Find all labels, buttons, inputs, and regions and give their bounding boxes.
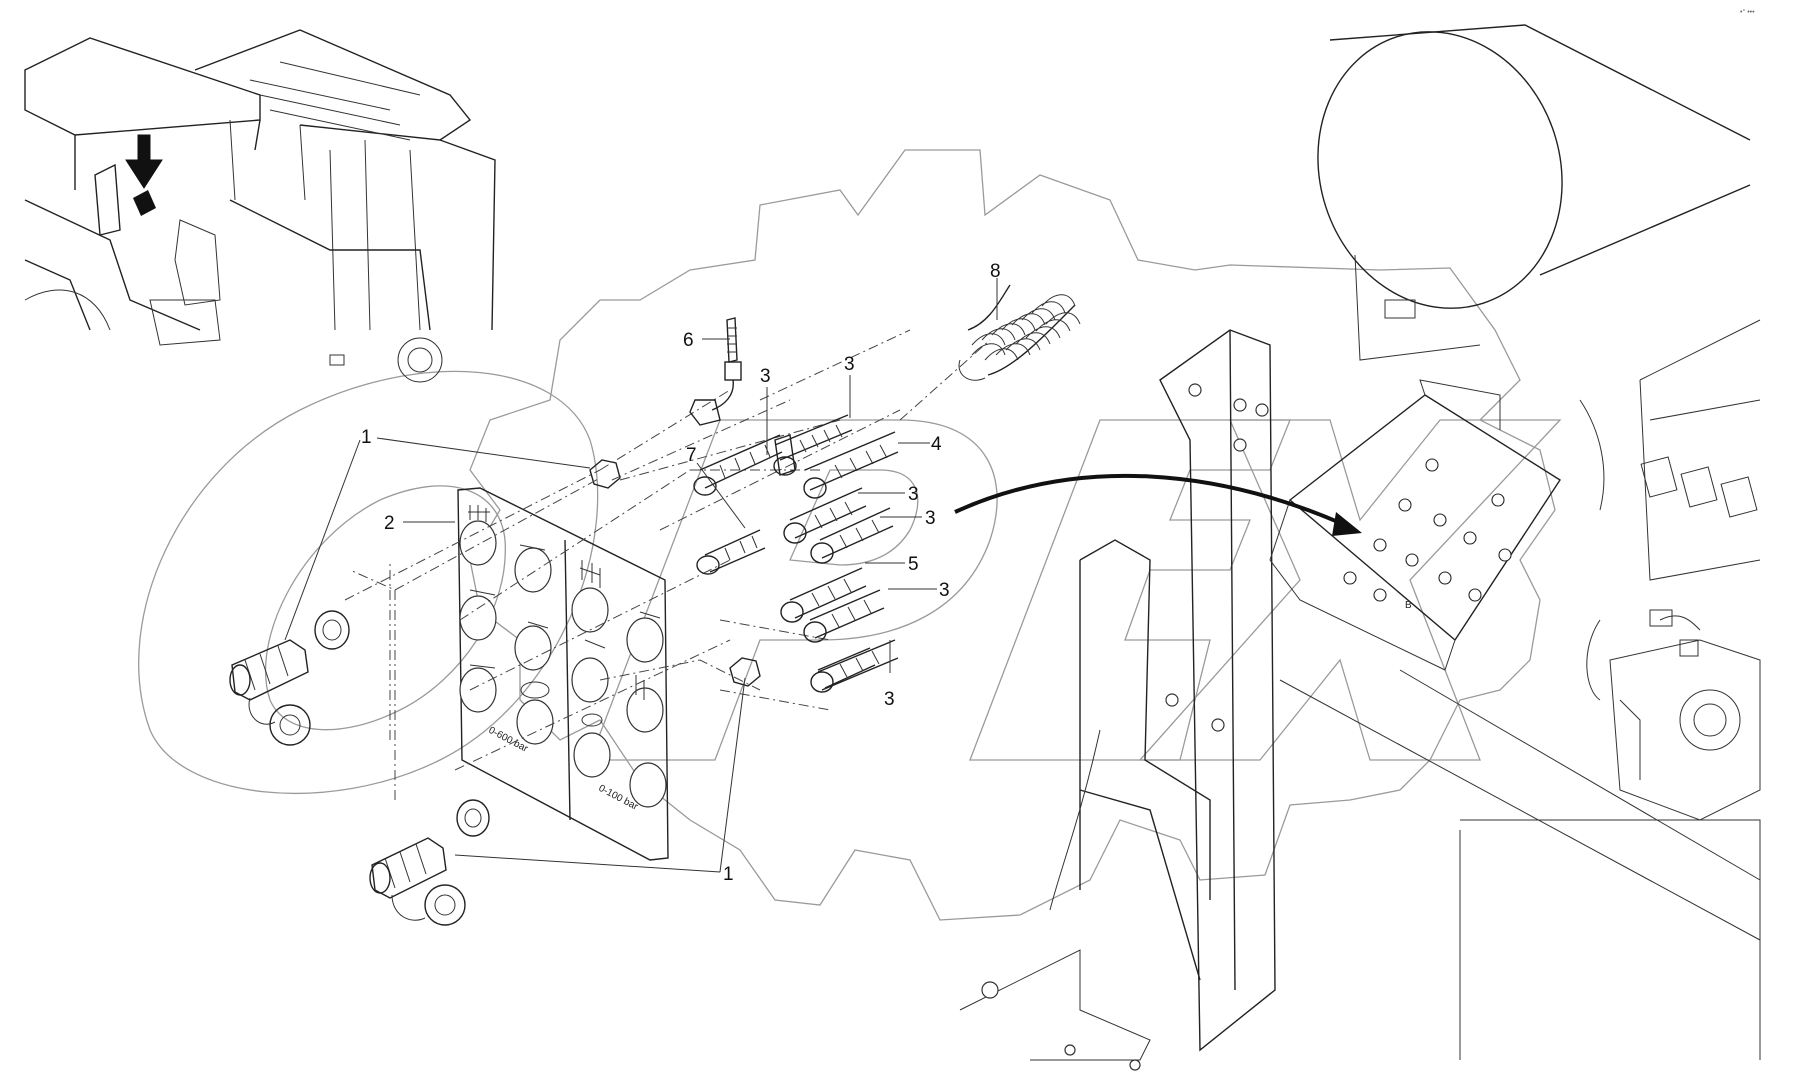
hose-fitting-6: [689, 317, 742, 426]
callout-3-b: 3: [844, 354, 855, 418]
callout-4: 4: [898, 434, 942, 455]
gauge-panel-assembly: 0-600 bar 0-100 bar: [229, 284, 1081, 926]
callout-7: 7: [686, 445, 746, 529]
plate-marking: B: [1405, 600, 1412, 611]
callout-3-c: 3: [858, 484, 919, 505]
machine-overview-inset: [24, 29, 496, 383]
hose-3-a: [773, 414, 853, 476]
location-marker-icon: [133, 190, 156, 216]
hose-4: [803, 431, 899, 499]
nut-upper: [589, 459, 621, 489]
hose-3-b: [783, 487, 867, 544]
watermark-letter-x: [1138, 419, 1562, 761]
callout-label-3: 3: [908, 484, 919, 505]
callouts: 1 1 2 3 3 3 3 3: [284, 261, 1001, 885]
callout-label-1: 1: [723, 864, 734, 885]
callout-label-5: 5: [908, 554, 919, 575]
callout-3-d: 3: [880, 508, 936, 529]
callout-label-8: 8: [990, 261, 1001, 282]
hose-3-d: [803, 589, 885, 643]
nut-lower: [729, 657, 761, 687]
mounting-frame: B: [959, 24, 1761, 1071]
callout-5: 5: [865, 554, 919, 575]
arrow-head-icon: [1332, 512, 1362, 536]
callout-label-7: 7: [686, 445, 697, 466]
callout-2: 2: [384, 513, 455, 534]
location-arrow-icon: [125, 134, 163, 189]
gauge-panel-plate: [457, 487, 669, 861]
hose-7: [693, 434, 783, 496]
corner-mark: •° •••: [1740, 8, 1755, 16]
callout-label-3: 3: [939, 580, 950, 601]
callout-label-2: 2: [384, 513, 395, 534]
callout-label-6: 6: [683, 330, 694, 351]
callout-8: 8: [990, 261, 1001, 320]
hose-7-b: [696, 529, 766, 575]
arrow-curve: [954, 473, 1346, 527]
watermark-letter-p: [589, 419, 998, 761]
callout-label-3: 3: [844, 354, 855, 375]
callout-label-3: 3: [760, 366, 771, 387]
washer-upper: [314, 610, 350, 650]
test-coupling-lower: [369, 837, 466, 926]
hose-5: [780, 567, 867, 623]
callout-label-1: 1: [361, 427, 372, 448]
watermark-letter-o: [138, 370, 599, 795]
hose-3-c: [810, 507, 894, 564]
panel-ports: [459, 520, 667, 808]
hose-3-f: [817, 647, 876, 689]
washer-lower: [456, 799, 490, 837]
callout-label-3: 3: [884, 689, 895, 710]
spring-8: [958, 284, 1081, 381]
callout-1-upper: 1: [284, 427, 591, 641]
callout-label-3: 3: [925, 508, 936, 529]
callout-6: 6: [683, 330, 730, 351]
callout-3-e: 3: [888, 580, 950, 601]
test-coupling-upper: [229, 639, 311, 746]
callout-1-lower: 1: [454, 677, 746, 885]
watermark-letter-e: [969, 419, 1291, 761]
watermark-logo: [138, 149, 1562, 921]
tank-outline: [1317, 31, 1563, 309]
callout-3-f: 3: [884, 640, 895, 710]
hose-3-e: [810, 639, 899, 693]
mounted-panel-plate: [1288, 394, 1561, 642]
callout-3-a: 3: [760, 366, 771, 455]
assembly-direction-arrow: [954, 473, 1362, 536]
operator-seat: [174, 219, 221, 306]
callout-label-4: 4: [931, 434, 942, 455]
hose-set: [693, 414, 899, 693]
